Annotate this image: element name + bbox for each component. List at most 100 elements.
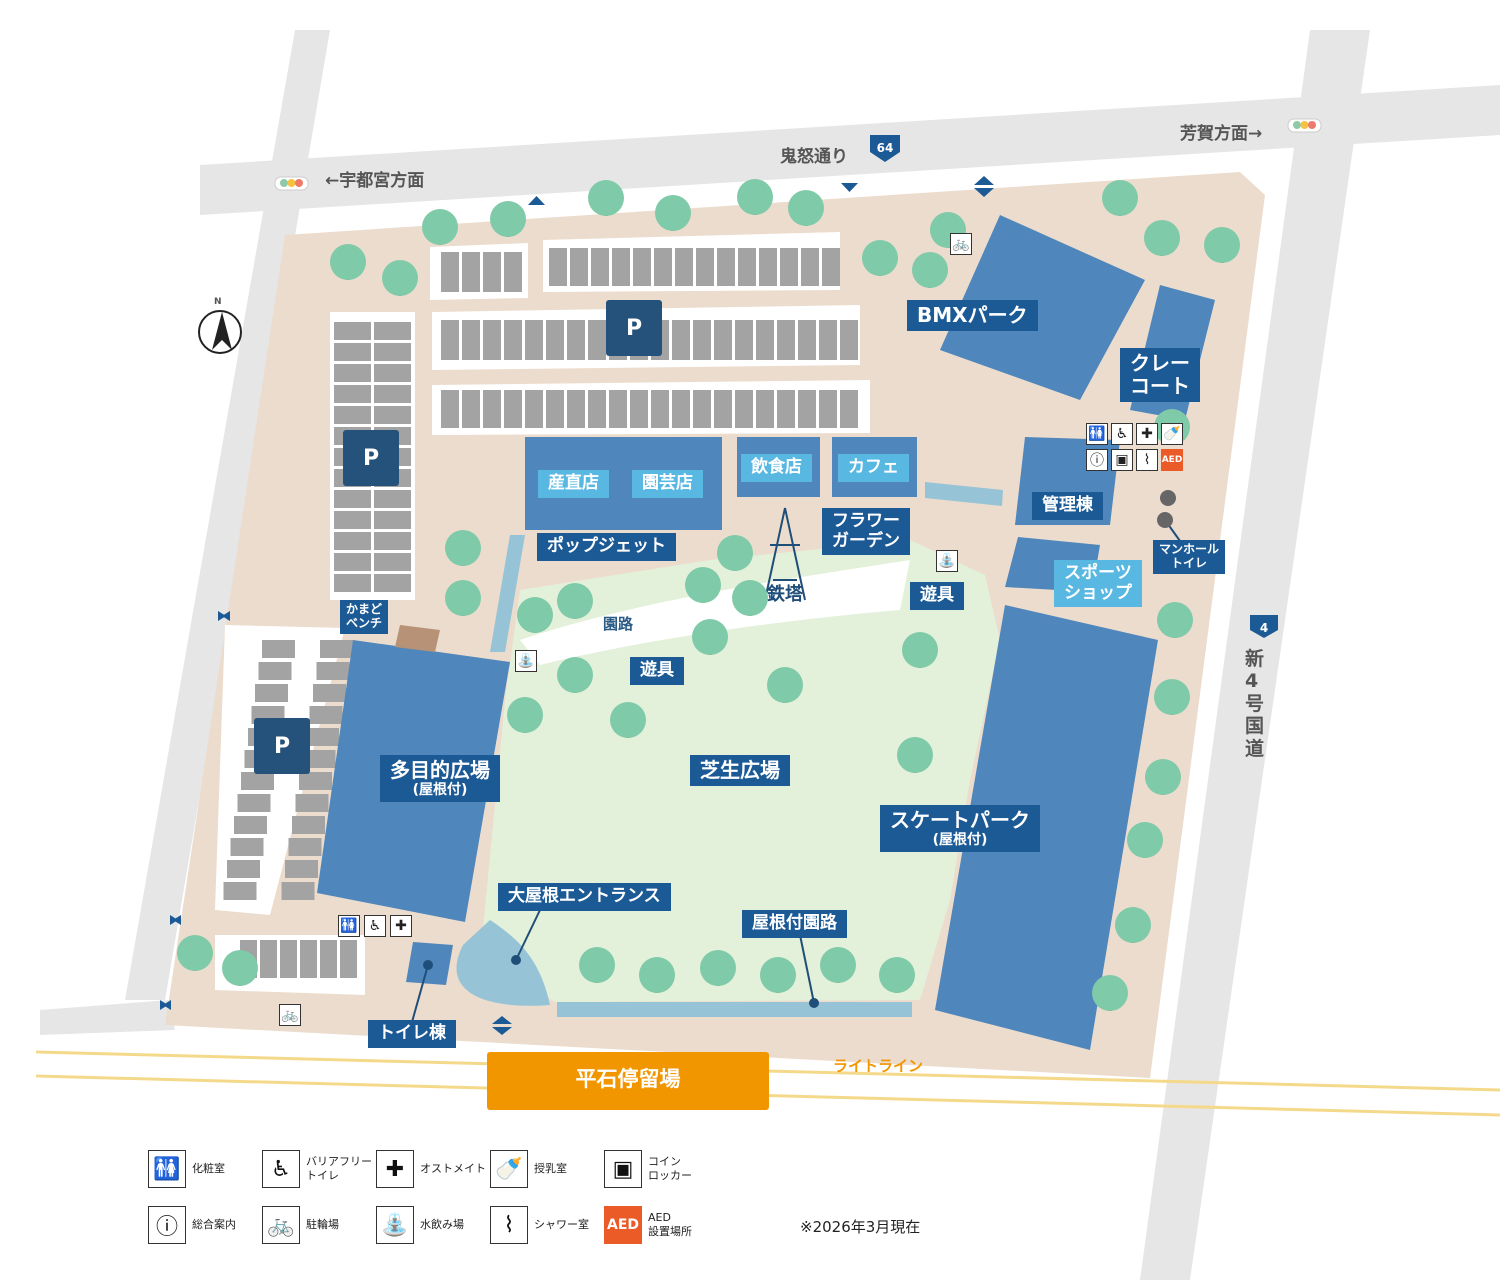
- legend-label: 総合案内: [192, 1218, 236, 1232]
- to-utsunomiya-label: ←宇都宮方面: [325, 171, 425, 191]
- kamado-bench-rect: [395, 625, 440, 652]
- cafe-label: カフェ: [838, 454, 909, 482]
- restroom-icon: 🚻: [148, 1150, 186, 1188]
- nursing-room-icon: 🍼: [1161, 423, 1183, 445]
- tetto-label: 鉄塔: [767, 584, 803, 605]
- kamado-bench-line1: かまど: [346, 602, 383, 616]
- aed-icon: AED: [1161, 449, 1183, 471]
- skate-park-label: スケートパーク(屋根付): [880, 805, 1040, 853]
- manhole-toilet-line1: マンホール: [1159, 542, 1220, 556]
- drinking-fountain-icon: ⛲: [936, 550, 958, 572]
- shower-icon: ⌇: [1136, 449, 1158, 471]
- garden-path: [520, 560, 910, 665]
- shower-icon: ⌇: [490, 1206, 528, 1244]
- trees: [177, 179, 1240, 1011]
- legend-item: ✚ オストメイト: [376, 1150, 486, 1188]
- legend-item: ♿バリアフリー トイレ: [262, 1150, 372, 1188]
- drinking-fountain-icon: ⛲: [515, 650, 537, 672]
- legend-item: 🚲 駐輪場: [262, 1206, 339, 1244]
- drinking-fountain-icon: ⛲: [376, 1206, 414, 1244]
- legend-item: ▣コイン ロッカー: [604, 1150, 692, 1188]
- shibafu-hiroba-label: 芝生広場: [690, 755, 790, 786]
- legend-item: 🍼授乳室: [490, 1150, 567, 1188]
- yugu-label-center: 遊具: [630, 657, 684, 685]
- barrier-free-toilet-icon: ♿: [364, 915, 386, 937]
- light-line-label: ライトライン: [833, 1057, 924, 1075]
- legend-label: 駐輪場: [306, 1218, 339, 1232]
- yane-tsuki-enro-label: 屋根付園路: [742, 910, 847, 938]
- legend-label: 水飲み場: [420, 1218, 464, 1232]
- barrier-free-toilet-icon: ♿: [1111, 423, 1133, 445]
- sports-shop-line1: スポーツ: [1064, 563, 1132, 583]
- compass-n: N: [214, 297, 222, 307]
- bicycle-parking-icon: 🚲: [279, 1004, 301, 1026]
- information-icon: ⓘ: [1086, 449, 1108, 471]
- compass: [198, 310, 242, 354]
- oyane-entrance-label: 大屋根エントランス: [498, 883, 671, 911]
- pop-jet-label: ポップジェット: [537, 533, 676, 561]
- shin4gou-label: 新4号国道: [1245, 648, 1265, 760]
- tamokuteki-hiroba-text: 多目的広場: [390, 758, 490, 782]
- enro-label: 園路: [603, 615, 634, 633]
- restroom-icon: 🚻: [338, 915, 360, 937]
- bicycle-parking-icon: 🚲: [262, 1206, 300, 1244]
- toilet-to-label: トイレ棟: [368, 1020, 456, 1048]
- coin-locker-icon: ▣: [1111, 449, 1133, 471]
- legend-label: バリアフリー トイレ: [306, 1155, 372, 1182]
- flower-garden-label: フラワーガーデン: [822, 508, 910, 556]
- route-shields: 64 4: [870, 135, 1278, 638]
- legend-label: AED 設置場所: [648, 1211, 692, 1238]
- legend-label: コイン ロッカー: [648, 1155, 692, 1182]
- tamokuteki-yane-text: (屋根付): [412, 782, 468, 798]
- legend-item: ⌇ シャワー室: [490, 1206, 589, 1244]
- water-features: [456, 482, 1003, 1017]
- manhole-toilet-label: マンホールトイレ: [1153, 540, 1226, 574]
- information-icon: ⓘ: [148, 1206, 186, 1244]
- kamado-bench-line2: ベンチ: [346, 615, 383, 630]
- skate-park-text: スケートパーク: [890, 808, 1030, 832]
- tetto-tower: [764, 507, 806, 601]
- sports-shop-label: スポーツショップ: [1054, 560, 1142, 608]
- manhole-toilet-line2: トイレ: [1171, 555, 1208, 570]
- legend-item: ⓘ 総合案内: [148, 1206, 236, 1244]
- to-haga-label: 芳賀方面→: [1180, 124, 1263, 144]
- parking-sign-left: P: [343, 430, 399, 486]
- pointer-dots: [423, 955, 819, 1008]
- hiraishi-stop-label: 平石停留場: [487, 1052, 769, 1110]
- sanchokuten-label: 産直店: [538, 470, 609, 498]
- ostomate-icon: ✚: [1136, 423, 1158, 445]
- clay-court-line1: クレー: [1130, 351, 1190, 375]
- note-date: ※2026年3月現在: [800, 1218, 921, 1236]
- legend-label: シャワー室: [534, 1218, 589, 1232]
- entrance-arrows: [160, 176, 994, 1035]
- yugu-label-right: 遊具: [910, 582, 964, 610]
- manhole-dots: [1157, 490, 1176, 528]
- route4-number: 4: [1260, 621, 1268, 635]
- flower-garden-line2: ガーデン: [832, 530, 900, 551]
- clay-court-line2: コート: [1130, 374, 1190, 398]
- tamokuteki-hiroba-label: 多目的広場(屋根付): [380, 755, 500, 803]
- clay-court-label: クレーコート: [1120, 348, 1200, 402]
- traffic-lights: [274, 118, 1322, 191]
- parking-sign-top: P: [606, 300, 662, 356]
- restroom-icon: 🚻: [1086, 423, 1108, 445]
- roads: [40, 30, 1500, 1280]
- inshokuten-label: 飲食店: [741, 454, 812, 482]
- aed-icon: AED: [604, 1206, 642, 1244]
- legend-label: 授乳室: [534, 1162, 567, 1176]
- legend-item: 🚻 化粧室: [148, 1150, 225, 1188]
- bmx-park-label: BMXパーク: [907, 300, 1038, 331]
- skate-park-yane-text: (屋根付): [932, 832, 988, 848]
- kanri-to-label: 管理棟: [1032, 492, 1103, 520]
- ostomate-icon: ✚: [390, 915, 412, 937]
- coin-locker-icon: ▣: [604, 1150, 642, 1188]
- ostomate-icon: ✚: [376, 1150, 414, 1188]
- route64-number: 64: [877, 141, 894, 155]
- bicycle-parking-icon: 🚲: [950, 233, 972, 255]
- legend-label: オストメイト: [420, 1162, 486, 1176]
- legend-label: 化粧室: [192, 1162, 225, 1176]
- kinu-dori-label: 鬼怒通り: [780, 147, 848, 167]
- engeiten-label: 園芸店: [632, 470, 703, 498]
